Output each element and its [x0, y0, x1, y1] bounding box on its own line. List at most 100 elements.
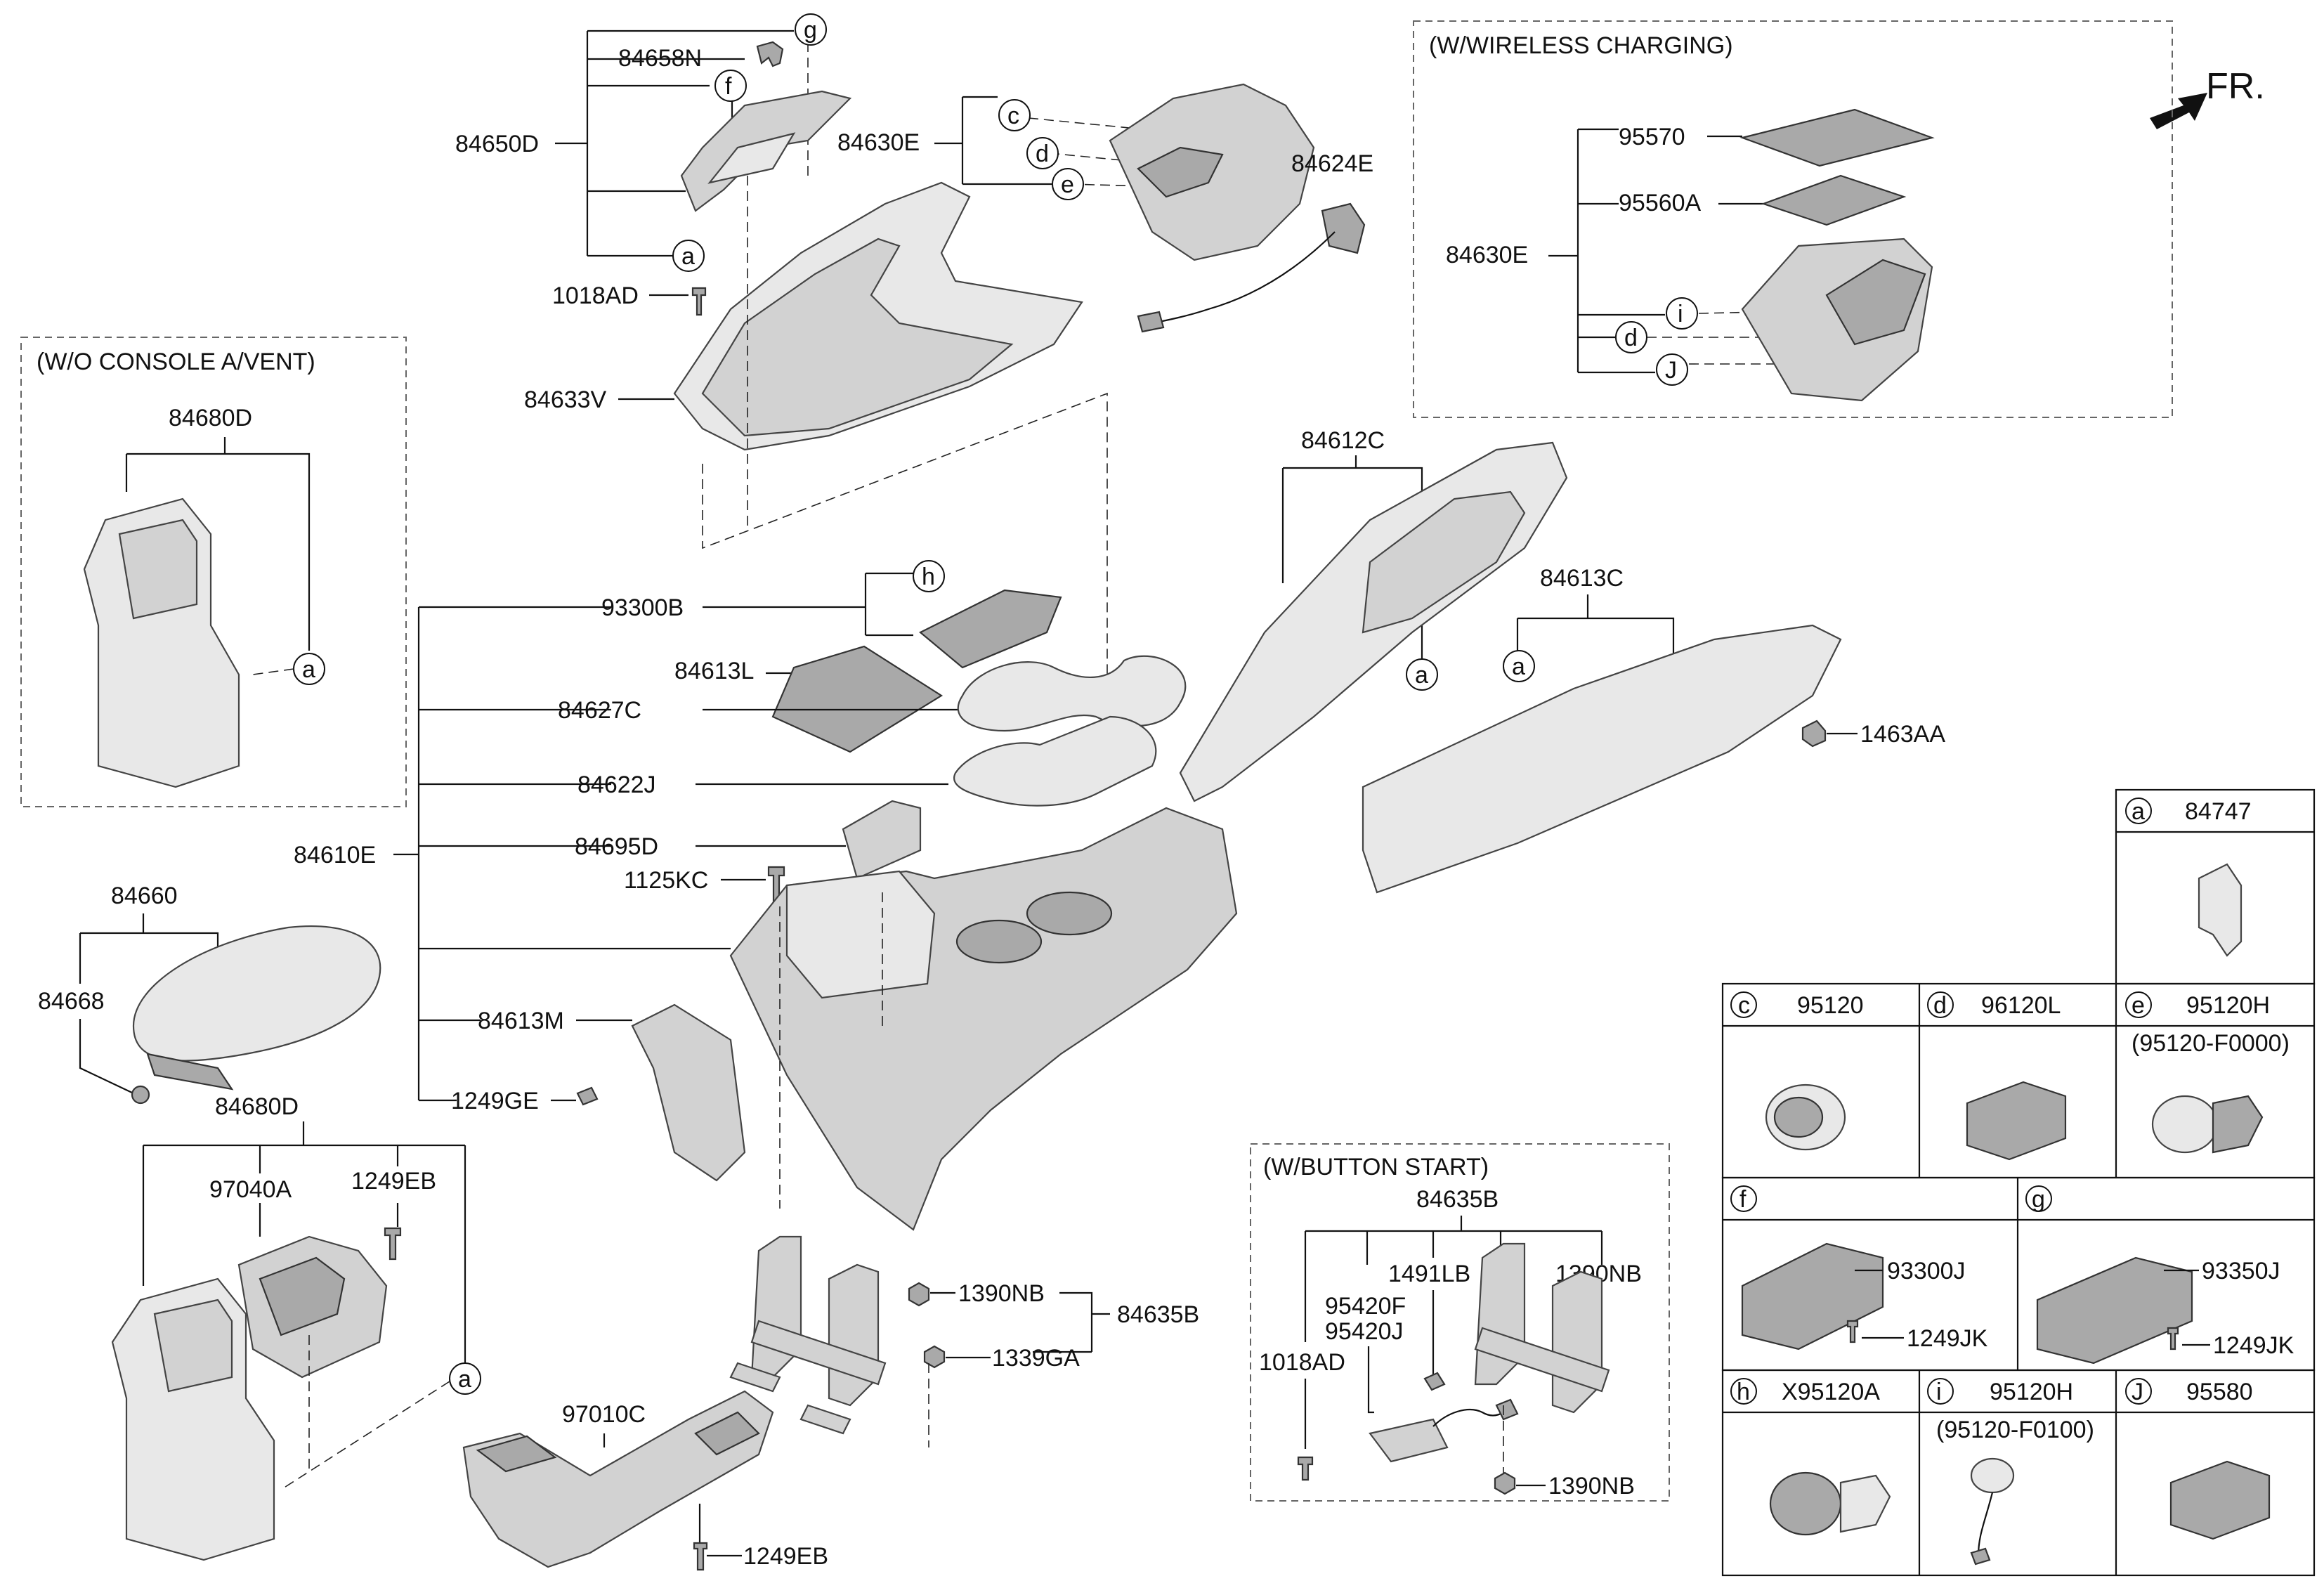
group-title-wireless-charging: (W/WIRELESS CHARGING)	[1429, 32, 1733, 59]
legend-socket-95120H-i-plug	[1970, 1547, 1991, 1566]
clip-1463AA-part	[1801, 720, 1827, 748]
cupholder-right	[1026, 891, 1113, 936]
label-84695D: 84695D	[575, 833, 658, 860]
rear-cover-no-vent: 84680D a	[83, 405, 325, 788]
legend-key-h	[1730, 1378, 1757, 1405]
wireless-charging-contents: 95570 95560A 84630E i d J	[1446, 108, 1935, 402]
callout-i	[1666, 297, 1698, 330]
shift-bezel-opening	[707, 132, 796, 184]
legend-key-i	[1927, 1378, 1954, 1405]
front-label: FR.	[2206, 66, 2265, 107]
label-84633V: 84633V	[524, 386, 607, 413]
legend-socket-95120H-body	[2212, 1095, 2264, 1154]
screw-1249GE-part	[576, 1086, 599, 1106]
label-1249GE: 1249GE	[451, 1088, 539, 1114]
console-storage-bin	[785, 870, 936, 999]
armrest-84660-part	[132, 925, 381, 1062]
label-84635B-b: 84635B	[1416, 1186, 1499, 1213]
callout-g	[795, 13, 827, 46]
legend-sub-i: (95120-F0100)	[1936, 1417, 2094, 1443]
label-97010C: 97010C	[562, 1401, 646, 1428]
label-1390NB-c: 1390NB	[1548, 1473, 1635, 1499]
callout-a-side-right-letter: a	[1512, 653, 1525, 680]
legend-screw-f-part	[1846, 1320, 1859, 1343]
rear-cover-b-opening	[153, 1299, 233, 1393]
shift-bezel-part	[680, 90, 852, 212]
legend-clip-84747-part	[2198, 863, 2243, 957]
immobilizer-wire	[1432, 1409, 1504, 1427]
callout-a-bezel-letter: a	[681, 243, 695, 270]
legend-key-J	[2125, 1378, 2152, 1405]
callout-i-letter: i	[1678, 301, 1683, 327]
legend-part-i: 95120H	[1990, 1379, 2073, 1405]
console-main-callouts: h 93300B 84613L 84627C 84622J 84695D 846…	[294, 560, 1187, 1114]
label-84612C: 84612C	[1301, 427, 1385, 454]
callout-e-letter: e	[1061, 171, 1074, 198]
callout-h-letter: h	[922, 564, 935, 590]
legend-key-a	[2125, 798, 2152, 824]
callout-a-wo-vent-letter: a	[302, 656, 315, 683]
legend-part-h: X95120A	[1782, 1379, 1880, 1405]
socket-housing-cavity	[1137, 146, 1224, 198]
rear-cover-opening	[118, 519, 198, 620]
duct-inlet	[694, 1411, 760, 1456]
label-84613C: 84613C	[1540, 565, 1624, 592]
callout-f-letter: f	[725, 73, 732, 100]
label-84630E-wireless: 84630E	[1446, 242, 1528, 268]
label-84680D-b: 84680D	[215, 1093, 299, 1120]
side-panels: 84612C a 84613C a 1463AA	[1179, 427, 1945, 894]
label-93300B: 93300B	[601, 594, 684, 621]
label-95420F: 95420F	[1325, 1293, 1406, 1320]
switch-clip-part	[756, 41, 784, 67]
legend-screw-g: 1249JK	[2213, 1332, 2294, 1359]
label-95570: 95570	[1619, 124, 1685, 150]
label-84624E: 84624E	[1291, 150, 1373, 177]
screw-1018AD-part	[691, 287, 707, 316]
rear-vent-louvers	[259, 1256, 346, 1336]
side-bracket-84613M-part	[631, 1003, 746, 1182]
label-84610E: 84610E	[294, 842, 376, 868]
label-84622J: 84622J	[577, 772, 656, 798]
label-95420J: 95420J	[1325, 1318, 1404, 1345]
rear-cover-84680D-part	[83, 497, 240, 788]
group-box-wo-console-vent	[20, 337, 407, 807]
console-body-part	[729, 807, 1238, 1231]
legend-key-g	[2025, 1185, 2052, 1212]
legend-part-J: 95580	[2186, 1379, 2253, 1405]
shift-bezel-assembly: g f a 84658N 84650D	[455, 13, 852, 272]
mat-84613L-part	[771, 645, 944, 753]
label-84635B-a: 84635B	[1117, 1301, 1199, 1328]
legend-screw-g-part	[2167, 1327, 2179, 1351]
bs-bracket-leg-right	[1551, 1270, 1603, 1414]
legend-key-c-letter: c	[1738, 992, 1750, 1019]
label-95560A: 95560A	[1619, 190, 1702, 216]
callout-d-wireless-letter: d	[1624, 325, 1638, 351]
legend-key-c	[1730, 991, 1757, 1018]
screw-1249EB-a-part	[384, 1227, 402, 1261]
armrest-hinge	[146, 1053, 234, 1091]
legend-key-J-letter: J	[2132, 1379, 2143, 1405]
label-1491LB: 1491LB	[1388, 1261, 1470, 1287]
label-1018AD-bs: 1018AD	[1259, 1349, 1345, 1376]
cupholder-ring-84622J-part	[953, 715, 1157, 807]
legend-part-g: 93350J	[2202, 1258, 2280, 1284]
callout-a-side-right	[1503, 650, 1535, 682]
label-84650D: 84650D	[455, 131, 539, 157]
legend-part-a: 84747	[2185, 798, 2252, 825]
label-1390NB-a: 1390NB	[958, 1280, 1045, 1307]
immobilizer-95420F-part	[1369, 1418, 1449, 1463]
label-84627C: 84627C	[558, 697, 641, 724]
nut-1390NB-c-part	[1494, 1471, 1516, 1495]
legend-key-i-letter: i	[1936, 1379, 1942, 1405]
rear-duct-assembly: 97010C 1249EB	[462, 1390, 828, 1571]
callout-J	[1656, 353, 1688, 386]
callout-J-letter: J	[1665, 357, 1677, 384]
label-1125KC: 1125KC	[624, 867, 708, 894]
legend-key-d-letter: d	[1933, 992, 1947, 1019]
label-1018AD-top: 1018AD	[552, 282, 639, 309]
armrest-bumper-84668	[131, 1085, 150, 1105]
side-panel-84613C-part	[1362, 624, 1842, 894]
label-84613M: 84613M	[478, 1008, 564, 1034]
label-84658N: 84658N	[618, 45, 702, 72]
nut-1390NB-a-part	[908, 1282, 930, 1307]
